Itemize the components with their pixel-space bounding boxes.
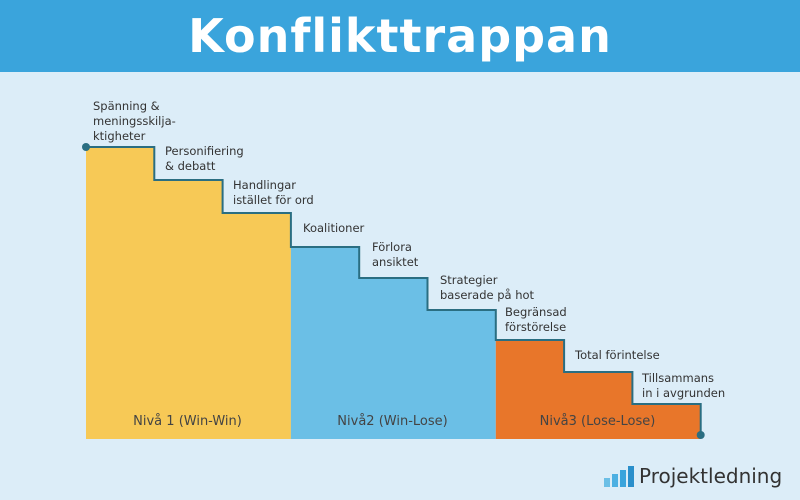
bar-chart-icon	[604, 466, 634, 487]
stair-end-dot	[696, 431, 705, 439]
step-label-7: Begränsad förstörelse	[505, 305, 567, 334]
step-label-9: Tillsammans in i avgrunden	[642, 371, 726, 400]
level-1-area	[86, 147, 291, 439]
step-label-5: Förlora ansiktet	[372, 240, 419, 269]
brand-name: Projektledning	[639, 464, 783, 488]
step-label-8: Total förintelse	[575, 348, 660, 362]
level-label-1: Nivå 1 (Win-Win)	[133, 414, 242, 429]
step-label-4: Koalitioner	[303, 221, 365, 235]
level-3-area	[495, 340, 701, 439]
level-2-area	[290, 247, 496, 439]
level-label-3: Nivå3 (Lose-Lose)	[539, 414, 656, 429]
step-label-6: Strategier baserade på hot	[440, 273, 535, 302]
step-label-1: Spänning & meningsskilja- ktigheter	[93, 99, 176, 143]
stair-start-dot	[82, 143, 90, 151]
step-label-3: Handlingar istället för ord	[233, 178, 314, 207]
brand-logo: Projektledning	[603, 463, 782, 489]
stair-outline	[86, 146, 702, 435]
title-banner: Konflikttrappan	[0, 0, 800, 72]
level-label-2: Nivå2 (Win-Lose)	[337, 414, 448, 429]
step-label-2: Personifiering & debatt	[165, 144, 244, 173]
page-title: Konflikttrappan	[188, 9, 612, 63]
